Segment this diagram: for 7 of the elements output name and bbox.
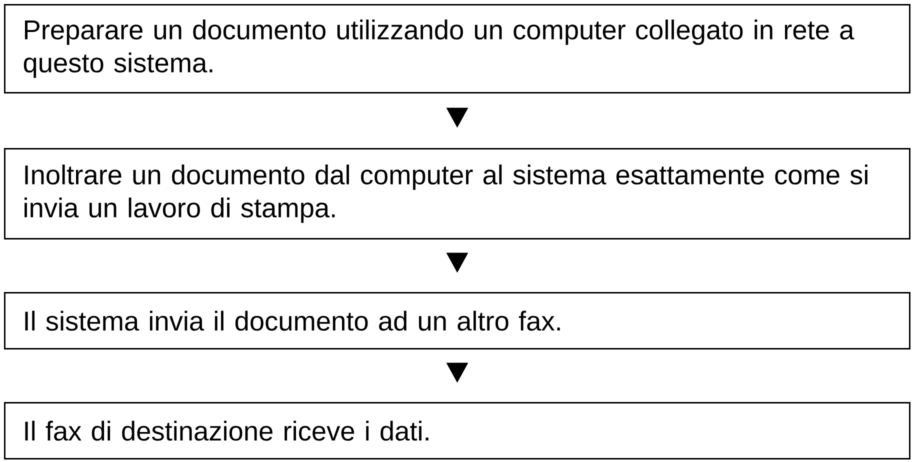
process-box: Inoltrare un documento dal computer al sistema esattamente come si invia un lavoro di stampa. bbox=[4, 148, 910, 240]
process-box: Il sistema invia il documento ad un altro fax. bbox=[4, 292, 910, 350]
arrow bbox=[446, 362, 468, 383]
arrow bbox=[446, 252, 468, 273]
arrow bbox=[446, 108, 468, 128]
process-box: Preparare un documento utilizzando un computer collegato in rete a questo sistema. bbox=[4, 4, 910, 94]
process-box: Il fax di destinazione riceve i dati. bbox=[4, 402, 910, 460]
